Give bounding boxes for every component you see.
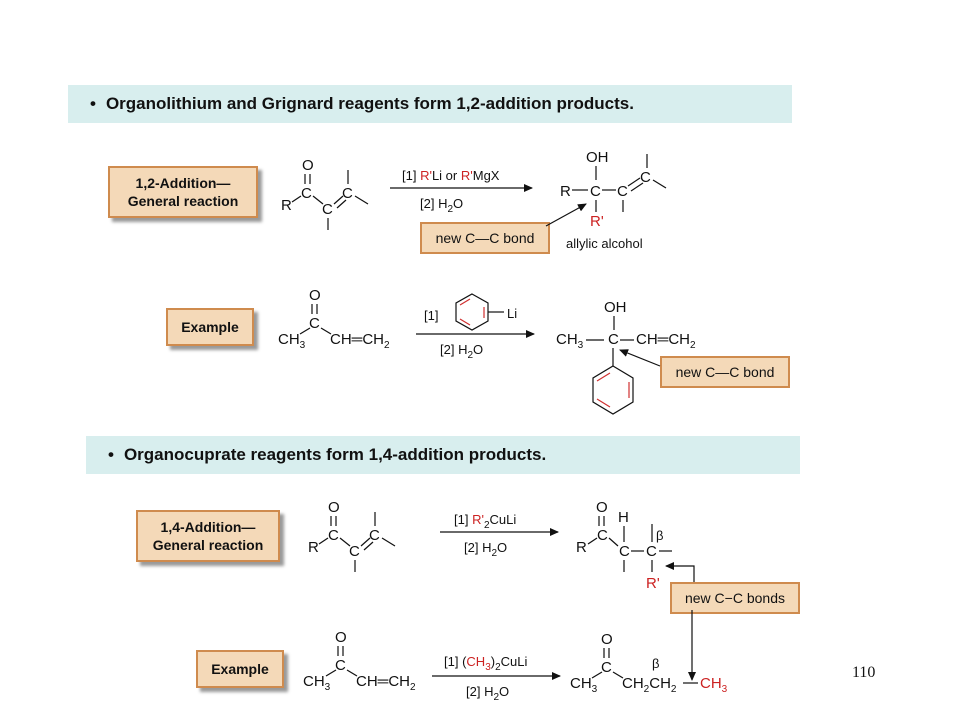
reagent-arrow-3: [1] R'2CuLi [2] H2O <box>440 512 559 559</box>
svg-text:CH3: CH3 <box>556 331 584 351</box>
svg-text:[1] R'2CuLi: [1] R'2CuLi <box>454 512 516 531</box>
svg-text:C: C <box>322 201 333 218</box>
svg-text:[1] (CH3)2CuLi: [1] (CH3)2CuLi <box>444 654 528 673</box>
svg-text:C: C <box>617 183 628 200</box>
note-new-cc-bond-2: new C—C bond <box>660 356 790 388</box>
allylic-alcohol-label: allylic alcohol <box>566 236 643 251</box>
svg-text:H: H <box>618 509 629 526</box>
reagent-arrow-1: [1] R'Li or R'MgX [2] H2O <box>390 168 533 215</box>
svg-text:[2] H2O: [2] H2O <box>420 196 463 215</box>
reactant-enone-1: O C R C C <box>281 157 369 230</box>
svg-text:β: β <box>652 656 659 671</box>
page-number: 110 <box>852 664 876 681</box>
svg-text:C: C <box>342 185 353 202</box>
note-new-cc-bonds-3: new C−C bonds <box>670 582 800 614</box>
svg-text:O: O <box>328 499 340 516</box>
note-new-cc-bond-1: new C—C bond <box>420 222 550 254</box>
svg-text:CH═CH2: CH═CH2 <box>330 331 390 351</box>
svg-text:CH═CH2: CH═CH2 <box>636 331 696 351</box>
product-example-1: OH CH3 C CH═CH2 <box>556 299 696 415</box>
svg-text:CH═CH2: CH═CH2 <box>356 673 416 693</box>
svg-text:O: O <box>601 631 613 648</box>
svg-text:CH3: CH3 <box>700 675 728 695</box>
label-example-2: Example <box>196 650 284 688</box>
svg-text:CH2CH2: CH2CH2 <box>622 675 677 695</box>
svg-text:C: C <box>349 543 360 560</box>
svg-text:OH: OH <box>586 149 609 166</box>
svg-text:R: R <box>576 539 587 556</box>
svg-text:[2] H2O: [2] H2O <box>464 540 507 559</box>
banner-text: •Organocuprate reagents form 1,4-additio… <box>108 445 547 464</box>
svg-text:β: β <box>656 528 663 543</box>
svg-text:R': R' <box>646 575 660 592</box>
phenyl-ring-reagent <box>455 293 489 331</box>
svg-text:O: O <box>596 499 608 516</box>
banner-1-2-addition: •Organolithium and Grignard reagents for… <box>68 85 792 123</box>
reagent-arrow-ex1: [1] Li [2] H2O <box>416 293 535 361</box>
reactant-methyl-vinyl-ketone-2: O C CH3 CH═CH2 <box>303 629 416 693</box>
svg-text:CH3: CH3 <box>278 331 306 351</box>
label-1-4-addition-general: 1,4-Addition— General reaction <box>136 510 280 562</box>
reactant-methyl-vinyl-ketone-1: O C CH3 CH═CH2 <box>278 287 390 351</box>
svg-text:[2] H2O: [2] H2O <box>440 342 483 361</box>
svg-text:[1]: [1] <box>424 308 438 323</box>
svg-text:C: C <box>646 543 657 560</box>
svg-text:CH3: CH3 <box>570 675 598 695</box>
svg-text:[1] R'Li or R'MgX: [1] R'Li or R'MgX <box>402 168 500 183</box>
svg-text:C: C <box>608 331 619 348</box>
svg-text:C: C <box>640 169 651 186</box>
svg-text:R: R <box>560 183 571 200</box>
svg-text:C: C <box>590 183 601 200</box>
svg-text:Li: Li <box>507 306 517 321</box>
svg-text:R': R' <box>590 213 604 230</box>
svg-text:C: C <box>369 527 380 544</box>
svg-text:R: R <box>281 197 292 214</box>
svg-text:CH3: CH3 <box>303 673 331 693</box>
svg-text:C: C <box>619 543 630 560</box>
reactant-enone-2: O C R C C <box>308 499 396 572</box>
svg-text:C: C <box>309 315 320 332</box>
banner-text: •Organolithium and Grignard reagents for… <box>90 94 634 113</box>
svg-text:C: C <box>601 659 612 676</box>
svg-text:O: O <box>302 157 314 174</box>
product-1-4-adduct: O C R C H C β R' <box>576 499 672 592</box>
label-example-1: Example <box>166 308 254 346</box>
phenyl-ring-product <box>592 365 634 415</box>
reagent-arrow-ex2: [1] (CH3)2CuLi [2] H2O <box>432 654 561 703</box>
svg-text:C: C <box>597 527 608 544</box>
svg-text:C: C <box>335 657 346 674</box>
svg-text:O: O <box>335 629 347 646</box>
svg-text:C: C <box>301 185 312 202</box>
product-example-2: O C CH3 CH2CH2 β CH3 <box>570 631 728 695</box>
svg-text:OH: OH <box>604 299 627 316</box>
label-1-2-addition-general: 1,2-Addition— General reaction <box>108 166 258 218</box>
svg-text:O: O <box>309 287 321 304</box>
svg-text:C: C <box>328 527 339 544</box>
product-allylic-alcohol: OH R C R' C C <box>560 149 667 230</box>
svg-text:[2] H2O: [2] H2O <box>466 684 509 703</box>
svg-text:R: R <box>308 539 319 556</box>
banner-1-4-addition: •Organocuprate reagents form 1,4-additio… <box>86 436 800 474</box>
